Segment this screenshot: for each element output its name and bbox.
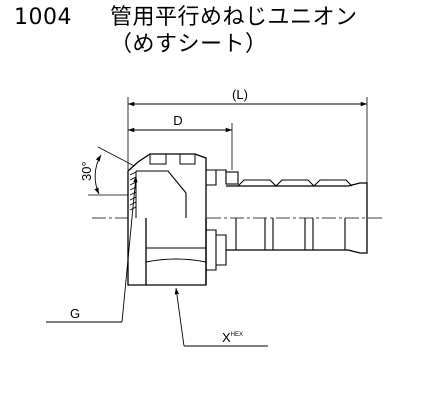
part-code: 1004	[14, 5, 72, 30]
hex-label: XHEX	[222, 330, 243, 345]
depth-dimension: D	[128, 113, 232, 133]
hex-letter: X	[222, 330, 231, 345]
title-block: 1004 管用平行めねじユニオン （めすシート）	[14, 4, 358, 58]
hex-subscript: HEX	[231, 332, 243, 338]
part-name: 管用平行めねじユニオン	[110, 5, 358, 30]
extension-lines	[127, 97, 368, 183]
part-subtitle: （めすシート）	[110, 32, 268, 57]
angle-label: 30°	[79, 161, 94, 181]
title-line: 1004 管用平行めねじユニオン	[14, 4, 358, 31]
overall-length-label: (L)	[232, 87, 248, 102]
union-fitting	[127, 153, 368, 286]
overall-length-dimension: (L)	[128, 87, 367, 107]
thread-leader: G	[46, 175, 138, 323]
hex-leader: XHEX	[174, 287, 268, 347]
depth-label: D	[173, 113, 182, 128]
thread-label: G	[70, 306, 80, 321]
